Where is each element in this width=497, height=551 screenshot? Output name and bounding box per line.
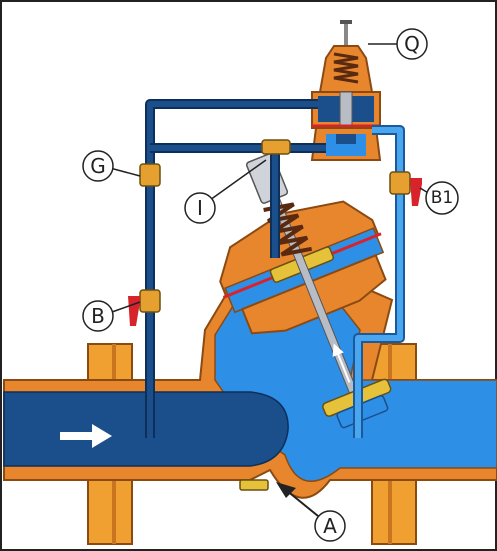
callout-g: [82, 150, 114, 182]
callout-line-b: [111, 301, 141, 313]
label-q: Q: [404, 32, 420, 56]
inlet-pilot-tubing: [145, 99, 326, 438]
callout-arrow-a-icon: [276, 482, 319, 517]
label-b1: B1: [431, 188, 453, 208]
label-b: B: [91, 304, 105, 328]
flow-direction-arrow-icon: [60, 424, 112, 448]
ball-valve-handle-b1-icon: [410, 178, 422, 206]
fitting-g: [139, 163, 161, 187]
drain-plug: [239, 479, 269, 491]
outlet-pilot-tubing: [353, 125, 405, 438]
callout-line-i: [209, 159, 267, 201]
callout-line-g: [109, 167, 141, 177]
callout-b1: [425, 181, 459, 215]
callout-b: [82, 300, 114, 332]
label-a: A: [323, 514, 337, 538]
fitting-b1: [389, 171, 411, 195]
main-valve-actuator: [219, 152, 392, 429]
label-i: I: [197, 196, 203, 220]
callout-q: [396, 28, 428, 60]
fitting-b: [139, 289, 161, 313]
callout-a: [314, 510, 346, 542]
pilot-valve-q: [310, 20, 382, 161]
callout-i: [184, 192, 216, 224]
fitting-i: [261, 139, 291, 155]
label-g: G: [90, 154, 106, 178]
